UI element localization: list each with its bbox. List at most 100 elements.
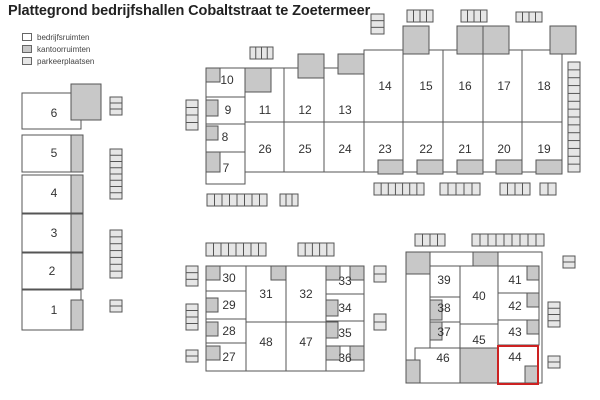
unit-22-label: 22 <box>419 142 433 156</box>
office-block <box>535 159 563 175</box>
unit-39-outline <box>429 265 461 298</box>
unit-43-label: 43 <box>508 325 522 339</box>
office-block <box>337 53 365 75</box>
legend-swatch-parking <box>22 56 32 65</box>
office-block <box>456 25 484 55</box>
unit-24-outline <box>323 121 365 173</box>
legend-swatch-business <box>22 32 32 41</box>
legend-label-business: bedrijfsruimten <box>37 33 90 42</box>
office-block <box>402 25 430 55</box>
office-block <box>205 151 221 173</box>
plan-title: Plattegrond bedrijfshallen Cobaltstraat … <box>8 3 371 19</box>
parking-block <box>471 233 545 247</box>
office-block <box>472 251 499 267</box>
unit-4-label: 4 <box>51 186 58 200</box>
office-block <box>349 265 365 281</box>
unit-47-label: 47 <box>299 335 313 349</box>
office-block <box>325 265 341 281</box>
unit-25-outline <box>283 121 325 173</box>
office-block <box>70 83 102 121</box>
unit-34-label: 34 <box>338 301 352 315</box>
unit-44-highlight <box>497 345 539 385</box>
unit-16-outline <box>442 49 484 123</box>
unit-33-label: 33 <box>338 274 352 288</box>
office-block <box>482 25 510 55</box>
unit-2-label: 2 <box>49 264 56 278</box>
office-block <box>526 319 540 335</box>
unit-6-label: 6 <box>51 106 58 120</box>
unit-32-outline <box>285 265 327 323</box>
unit-26-label: 26 <box>258 142 272 156</box>
office-block <box>405 359 421 384</box>
unit-23-label: 23 <box>378 142 392 156</box>
office-block <box>70 174 84 214</box>
office-block <box>205 125 219 141</box>
parking-block <box>370 13 385 35</box>
unit-45-label: 45 <box>472 333 486 347</box>
unit-8-label: 8 <box>222 130 229 144</box>
unit-24-label: 24 <box>338 142 352 156</box>
office-block <box>456 159 484 175</box>
legend-label-parking: parkeerplaatsen <box>37 57 95 66</box>
unit-48-label: 48 <box>259 335 273 349</box>
unit-38-label: 38 <box>437 301 451 315</box>
office-block <box>429 299 443 321</box>
unit-28-label: 28 <box>222 324 236 338</box>
parking-block <box>109 229 123 279</box>
unit-30-label: 30 <box>222 271 236 285</box>
office-block <box>205 99 219 117</box>
parking-block <box>185 265 199 287</box>
legend-label-office: kantoorruimten <box>37 45 91 54</box>
office-block <box>205 67 221 83</box>
office-block <box>70 213 84 253</box>
legend-item-parking: parkeerplaatsen <box>22 56 95 66</box>
unit-41-label: 41 <box>508 273 522 287</box>
office-block <box>349 345 365 361</box>
unit-14-label: 14 <box>378 79 392 93</box>
unit-39-label: 39 <box>437 273 451 287</box>
legend-item-office: kantoorruimten <box>22 44 91 54</box>
unit-46-label: 46 <box>436 351 450 365</box>
office-block <box>377 159 404 175</box>
unit-18-label: 18 <box>537 79 551 93</box>
office-block <box>205 265 221 281</box>
unit-42-label: 42 <box>508 299 522 313</box>
office-block <box>526 292 540 308</box>
office-block <box>325 321 339 339</box>
unit-27-label: 27 <box>222 350 236 364</box>
unit-15-outline <box>402 49 444 123</box>
unit-40-outline <box>459 265 499 325</box>
office-block <box>416 159 444 175</box>
unit-20-label: 20 <box>497 142 511 156</box>
parking-block <box>373 182 425 196</box>
unit-19-label: 19 <box>537 142 551 156</box>
office-block <box>70 299 84 331</box>
unit-25-label: 25 <box>298 142 312 156</box>
unit-32-label: 32 <box>299 287 313 301</box>
parking-block <box>439 182 481 196</box>
unit-9-label: 9 <box>225 103 232 117</box>
office-block <box>270 265 287 281</box>
office-block <box>405 251 431 275</box>
parking-block <box>279 193 299 207</box>
office-block <box>205 297 219 313</box>
parking-block <box>109 96 123 116</box>
unit-17-label: 17 <box>497 79 511 93</box>
office-block <box>70 252 84 290</box>
unit-7-label: 7 <box>223 161 230 175</box>
unit-36-label: 36 <box>338 351 352 365</box>
unit-21-label: 21 <box>458 142 472 156</box>
office-block <box>70 134 84 173</box>
unit-48-outline <box>245 321 287 372</box>
unit-1-label: 1 <box>51 303 58 317</box>
office-block <box>205 345 221 361</box>
office-block <box>244 67 272 93</box>
unit-35-label: 35 <box>338 326 352 340</box>
unit-26-outline <box>244 121 285 173</box>
legend-swatch-office <box>22 44 32 53</box>
unit-10-label: 10 <box>220 73 234 87</box>
office-block <box>524 365 539 384</box>
unit-3-label: 3 <box>51 226 58 240</box>
office-block <box>205 321 219 337</box>
